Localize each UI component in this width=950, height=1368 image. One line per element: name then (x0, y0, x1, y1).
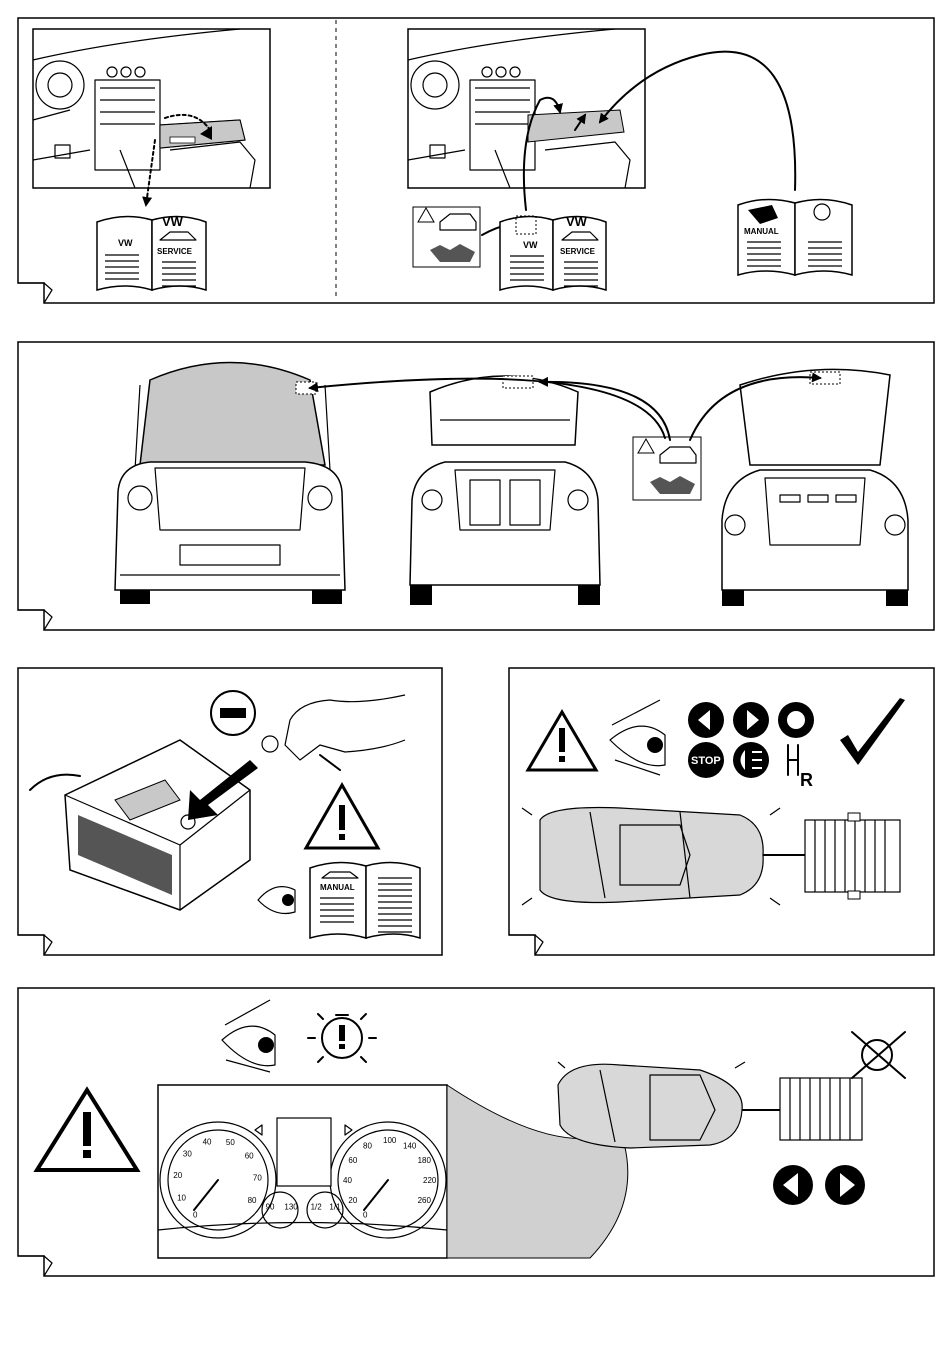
second-dial-tick: 140 (403, 1141, 417, 1150)
trailer-icon-2 (780, 1078, 862, 1140)
bulb-icon (778, 702, 814, 738)
arrow-right-icon-2 (825, 1165, 865, 1205)
stop-icon: STOP (688, 742, 724, 778)
panel-4: STOP R (509, 668, 934, 955)
car-top-view (522, 808, 780, 906)
minus-icon (211, 691, 255, 735)
speedometer-tick: 70 (253, 1173, 262, 1182)
speedometer-tick: 50 (226, 1138, 235, 1147)
svg-text:R: R (800, 770, 813, 790)
book-label-service: SERVICE (157, 247, 193, 256)
second-dial-tick: 20 (348, 1196, 357, 1205)
arrow-right-icon (733, 702, 769, 738)
small-gauge-right-tick: 1/2 (311, 1203, 323, 1212)
book-label-manual: MANUAL (744, 227, 779, 236)
small-gauge-right-tick: 1/1 (329, 1203, 341, 1212)
sedan-rear-open-trunk (115, 363, 345, 605)
panel-2 (18, 342, 934, 630)
panel-1: VW VW SERVICE (18, 18, 934, 303)
speedometer-tick: 0 (193, 1211, 198, 1220)
second-dial-tick: 60 (348, 1156, 357, 1165)
speedometer-tick: 20 (173, 1171, 182, 1180)
small-gauge-left-tick: 130 (284, 1203, 298, 1212)
manual-book-bottom: MANUAL (310, 862, 420, 938)
trailer-icon (805, 813, 900, 899)
arrow-left-icon (688, 702, 724, 738)
second-dial-tick: 80 (363, 1141, 372, 1150)
speedometer-tick: 40 (203, 1137, 212, 1146)
panel-3: MANUAL (18, 668, 442, 955)
manual-book-top: MANUAL (738, 199, 852, 275)
hatchback-rear-open (410, 376, 600, 605)
small-gauge-left-tick: 90 (266, 1203, 275, 1212)
fog-light-icon (733, 742, 769, 778)
second-dial-tick: 0 (363, 1211, 368, 1220)
second-dial-tick: 260 (418, 1196, 432, 1205)
second-dial-tick: 40 (343, 1176, 352, 1185)
book-label-vw-cover: VW (162, 214, 184, 229)
speedometer-tick: 10 (177, 1194, 186, 1203)
warning-sticker (413, 207, 480, 267)
book-label-manual-2: MANUAL (320, 883, 355, 892)
book-label-vw-cover-right: VW (566, 214, 588, 229)
second-dial-tick: 100 (383, 1136, 397, 1145)
vw-service-book-left: VW VW SERVICE (97, 214, 206, 290)
dashboard-illustration-right (408, 29, 645, 188)
book-label-vw-right: VW (523, 240, 538, 250)
warning-sticker-center (633, 437, 701, 500)
speedometer-tick: 60 (245, 1152, 254, 1161)
second-dial-tick: 220 (423, 1176, 437, 1185)
book-label-vw: VW (118, 238, 133, 248)
speedometer-tick: 80 (248, 1196, 257, 1205)
arrow-left-icon-2 (773, 1165, 813, 1205)
book-label-service-right: SERVICE (560, 247, 596, 256)
second-dial-tick: 180 (418, 1156, 432, 1165)
svg-text:STOP: STOP (691, 755, 721, 767)
hatchback-rear-open-right (722, 369, 908, 606)
speedometer-tick: 30 (183, 1150, 192, 1159)
vw-service-book-right: VW VW SERVICE (500, 214, 606, 290)
